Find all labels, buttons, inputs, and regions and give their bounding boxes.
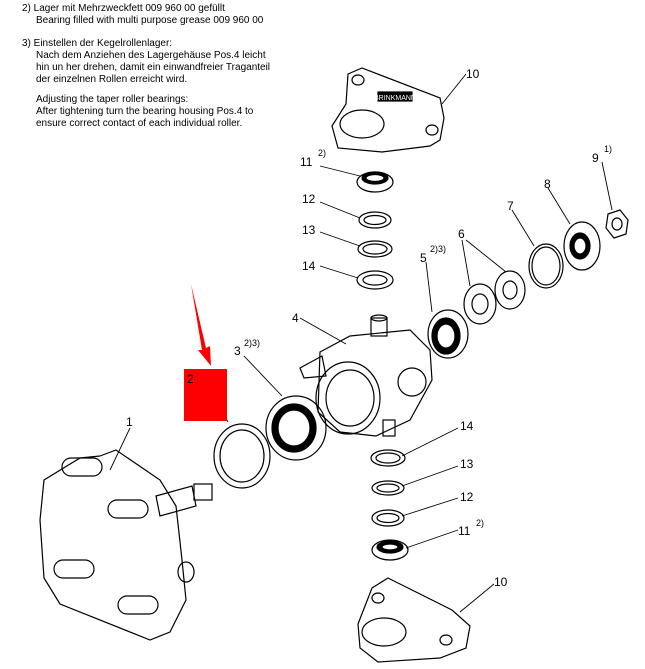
note-grease-en: Bearing filled with multi purpose grease… xyxy=(36,15,264,26)
part-6-washer-a xyxy=(463,283,497,325)
label-7: 7 xyxy=(507,199,514,213)
brand-text: BRINKMANN xyxy=(374,95,416,102)
note-grease-de: 2) Lager mit Mehrzweckfett 009 960 00 ge… xyxy=(22,3,225,14)
label-14-top: 14 xyxy=(302,259,316,273)
part-5-bearing xyxy=(427,309,469,359)
label-5: 5 xyxy=(420,251,427,265)
label-12-top: 12 xyxy=(302,192,316,206)
label-1: 1 xyxy=(126,415,133,429)
label-9: 9 xyxy=(592,151,599,165)
label-8: 8 xyxy=(544,177,551,191)
label-13-bottom: 13 xyxy=(460,457,474,471)
label-4: 4 xyxy=(292,311,299,325)
label-11-top: 11 xyxy=(300,155,313,169)
part-10-top-housing: BRINKMANN xyxy=(331,67,445,153)
label-5-note: 2)3) xyxy=(430,244,446,254)
label-2: 2 xyxy=(187,372,194,386)
part-4-bearing-housing xyxy=(299,314,433,437)
label-12-bottom: 12 xyxy=(460,490,474,504)
note-adjust-en: Adjusting the taper roller bearings: Aft… xyxy=(22,94,253,130)
part-9-nut xyxy=(605,209,629,239)
part-8-seal xyxy=(563,221,601,271)
label-14-bottom: 14 xyxy=(460,419,474,433)
label-11-top-note: 2) xyxy=(318,148,326,158)
part-2-ring xyxy=(213,423,271,489)
part-7-ring xyxy=(528,243,564,289)
part-14-top-ring xyxy=(356,270,394,290)
label-11-bottom: 11 xyxy=(458,524,471,538)
part-11-top-bearing xyxy=(356,171,394,193)
note-adjust-title-de: 3) Einstellen der Kegelrollenlager: xyxy=(22,38,173,49)
part-12-bottom-ring xyxy=(371,509,405,527)
label-13-top: 13 xyxy=(302,223,316,237)
part-6-washer-b xyxy=(494,270,526,310)
part-3-bearing xyxy=(265,395,327,461)
highlight-box xyxy=(184,369,227,421)
note-adjust-line1-en: After tightening turn the bearing housin… xyxy=(36,106,254,117)
note-adjust-de: 3) Einstellen der Kegelrollenlager: Nach… xyxy=(22,38,270,86)
label-10-top: 10 xyxy=(466,67,480,81)
label-3-note: 2)3) xyxy=(244,338,260,348)
highlight-arrow xyxy=(191,284,211,366)
brand-plate xyxy=(377,91,413,102)
part-13-bottom-ring xyxy=(371,480,405,496)
note-adjust-line2-en: ensure correct contact of each individua… xyxy=(36,118,243,129)
part-13-top-ring xyxy=(357,240,393,258)
note-adjust-title-en: Adjusting the taper roller bearings: xyxy=(36,94,189,105)
note-adjust-line2-de: hin un her drehen, damit ein einwandfrei… xyxy=(36,62,271,73)
label-3: 3 xyxy=(234,344,241,358)
label-6: 6 xyxy=(458,227,465,241)
leader-lines xyxy=(109,73,613,613)
part-1-flange-plate xyxy=(39,449,213,641)
label-10-bottom: 10 xyxy=(494,575,508,589)
note-grease: 2) Lager mit Mehrzweckfett 009 960 00 ge… xyxy=(22,3,263,27)
label-9-note: 1) xyxy=(604,144,612,154)
note-adjust-line3-de: der einzelnen Rollen erreicht wird. xyxy=(36,74,188,85)
label-11-bottom-note: 2) xyxy=(476,518,484,528)
part-10-bottom-housing xyxy=(357,577,471,663)
part-11-bottom-bearing xyxy=(371,539,409,561)
part-14-bottom-ring xyxy=(370,449,406,467)
note-adjust-line1-de: Nach dem Anziehen des Lagergehäuse Pos.4… xyxy=(36,50,266,61)
part-12-top-ring xyxy=(358,211,392,229)
